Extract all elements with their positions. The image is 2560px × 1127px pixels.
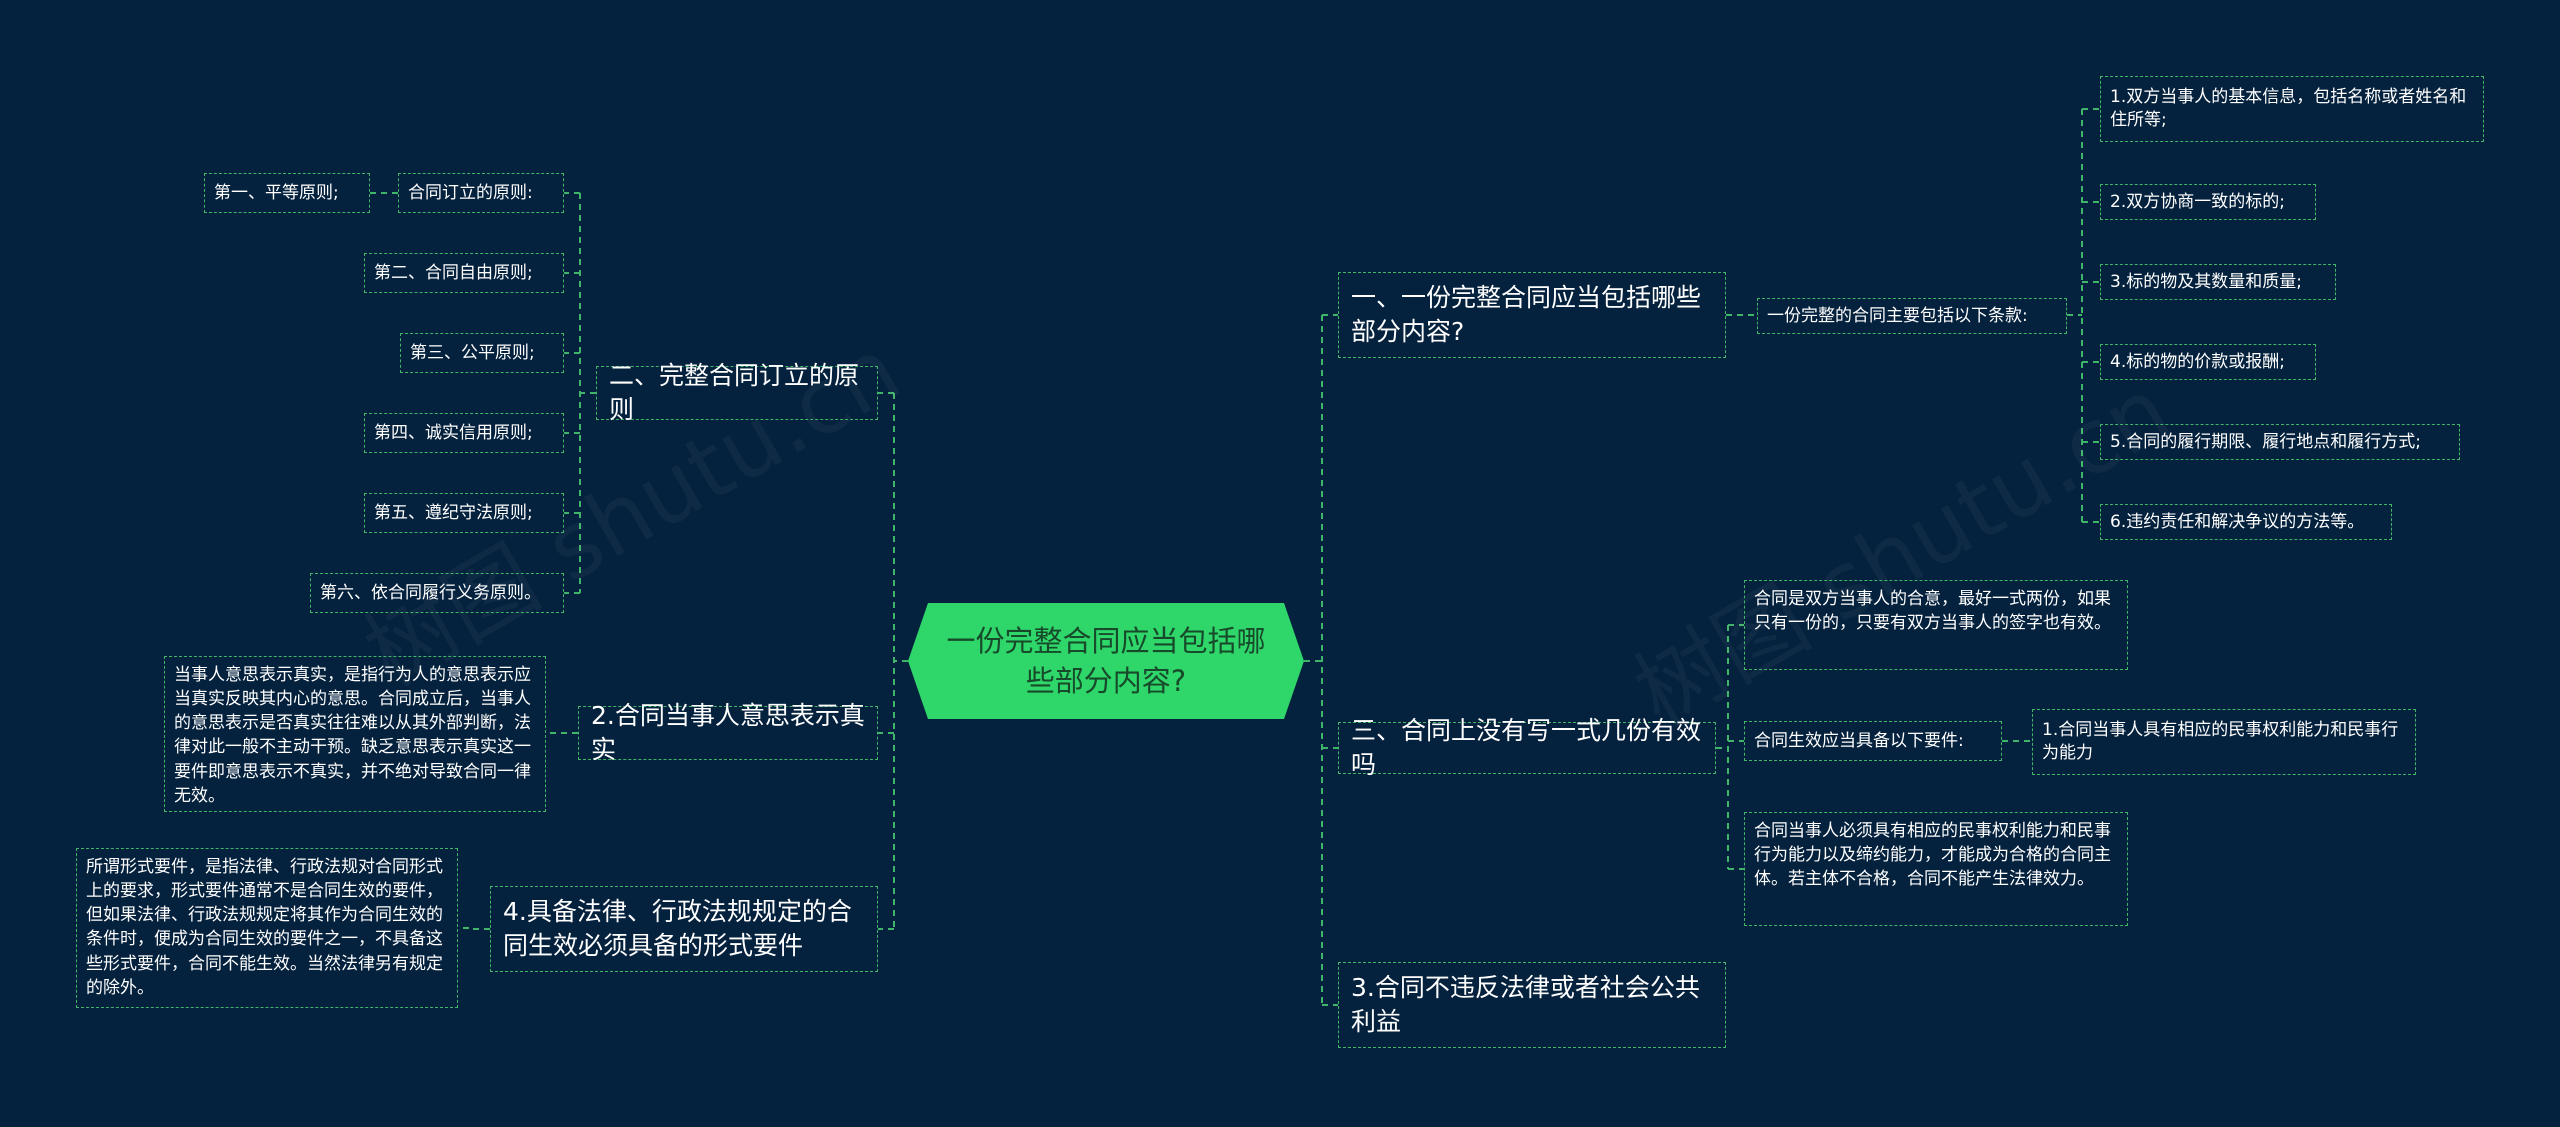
principle-item-5[interactable]: 第五、遵纪守法原则; — [364, 493, 564, 533]
clause-item-6[interactable]: 6.违约责任和解决争议的方法等。 — [2100, 504, 2392, 540]
note-formal-requirements[interactable]: 所谓形式要件，是指法律、行政法规对合同形式上的要求，形式要件通常不是合同生效的要… — [76, 848, 458, 1008]
clause-item-3[interactable]: 3.标的物及其数量和质量; — [2100, 264, 2336, 300]
clause-label: 6.违约责任和解决争议的方法等。 — [2110, 511, 2365, 532]
topic-label: 三、合同上没有写一式几份有效吗 — [1351, 716, 1702, 779]
topic-true-intent[interactable]: 2.合同当事人意思表示真实 — [578, 701, 878, 764]
principle-item-4[interactable]: 第四、诚实信用原则; — [364, 413, 564, 453]
principle-label: 第四、诚实信用原则; — [374, 422, 533, 443]
principle-label: 第五、遵纪守法原则; — [374, 502, 533, 523]
clause-item-2[interactable]: 2.双方协商一致的标的; — [2100, 184, 2316, 220]
topic-public-interest[interactable]: 3.合同不违反法律或者社会公共利益 — [1338, 962, 1726, 1048]
principle-label: 第三、公平原则; — [410, 342, 535, 363]
topic-formal-requirements[interactable]: 4.具备法律、行政法规规定的合同生效必须具备的形式要件 — [490, 886, 878, 972]
topic-copies-validity[interactable]: 三、合同上没有写一式几份有效吗 — [1338, 716, 1716, 779]
subtopic-label: 合同订立的原则: — [408, 182, 533, 203]
subtopic-formation-principles[interactable]: 合同订立的原则: — [398, 173, 564, 213]
note-subject-capacity[interactable]: 合同当事人必须具有相应的民事权利能力和民事行为能力以及缔约能力，才能成为合格的合… — [1744, 812, 2128, 926]
clause-label: 1.双方当事人的基本信息，包括名称或者姓名和住所等; — [2110, 87, 2467, 130]
clause-label: 4.标的物的价款或报酬; — [2110, 351, 2285, 372]
topic-contract-contents[interactable]: 一、一份完整合同应当包括哪些部分内容? — [1338, 272, 1726, 358]
topic-label: 3.合同不违反法律或者社会公共利益 — [1351, 973, 1700, 1036]
topic-label: 二、完整合同订立的原则 — [609, 361, 860, 424]
note-copies[interactable]: 合同是双方当事人的合意，最好一式两份，如果只有一份的，只要有双方当事人的签字也有… — [1744, 580, 2128, 670]
note-true-intent[interactable]: 当事人意思表示真实，是指行为人的意思表示应当真实反映其内心的意思。合同成立后，当… — [164, 656, 546, 812]
topic-label: 2.合同当事人意思表示真实 — [591, 701, 865, 764]
clause-item-5[interactable]: 5.合同的履行期限、履行地点和履行方式; — [2100, 424, 2460, 460]
subtopic-main-clauses[interactable]: 一份完整的合同主要包括以下条款: — [1757, 298, 2067, 334]
topic-label: 4.具备法律、行政法规规定的合同生效必须具备的形式要件 — [503, 897, 852, 960]
clause-item-4[interactable]: 4.标的物的价款或报酬; — [2100, 344, 2316, 380]
subtopic-label: 合同生效应当具备以下要件: — [1754, 730, 1964, 751]
principle-item-3[interactable]: 第三、公平原则; — [400, 333, 564, 373]
principle-equality[interactable]: 第一、平等原则; — [204, 173, 370, 213]
topic-formation-principles[interactable]: 二、完整合同订立的原则 — [596, 361, 878, 424]
subtopic-validity-requirements[interactable]: 合同生效应当具备以下要件: — [1744, 721, 2002, 761]
principle-label: 第一、平等原则; — [214, 182, 339, 203]
root-topic[interactable]: 一份完整合同应当包括哪些部分内容? — [908, 603, 1304, 719]
requirement-item-1[interactable]: 1.合同当事人具有相应的民事权利能力和民事行为能力 — [2032, 709, 2416, 775]
clause-label: 2.双方协商一致的标的; — [2110, 191, 2285, 212]
requirement-label: 1.合同当事人具有相应的民事权利能力和民事行为能力 — [2042, 720, 2399, 763]
principle-item-2[interactable]: 第二、合同自由原则; — [364, 253, 564, 293]
clause-label: 3.标的物及其数量和质量; — [2110, 271, 2302, 292]
topic-label: 一、一份完整合同应当包括哪些部分内容? — [1351, 283, 1702, 346]
subtopic-label: 一份完整的合同主要包括以下条款: — [1767, 305, 2028, 326]
connector — [458, 927, 490, 930]
clause-item-1[interactable]: 1.双方当事人的基本信息，包括名称或者姓名和住所等; — [2100, 76, 2484, 142]
clause-label: 5.合同的履行期限、履行地点和履行方式; — [2110, 431, 2421, 452]
principle-label: 第六、依合同履行义务原则。 — [320, 582, 541, 603]
principle-label: 第二、合同自由原则; — [374, 262, 533, 283]
principle-item-6[interactable]: 第六、依合同履行义务原则。 — [310, 573, 564, 613]
